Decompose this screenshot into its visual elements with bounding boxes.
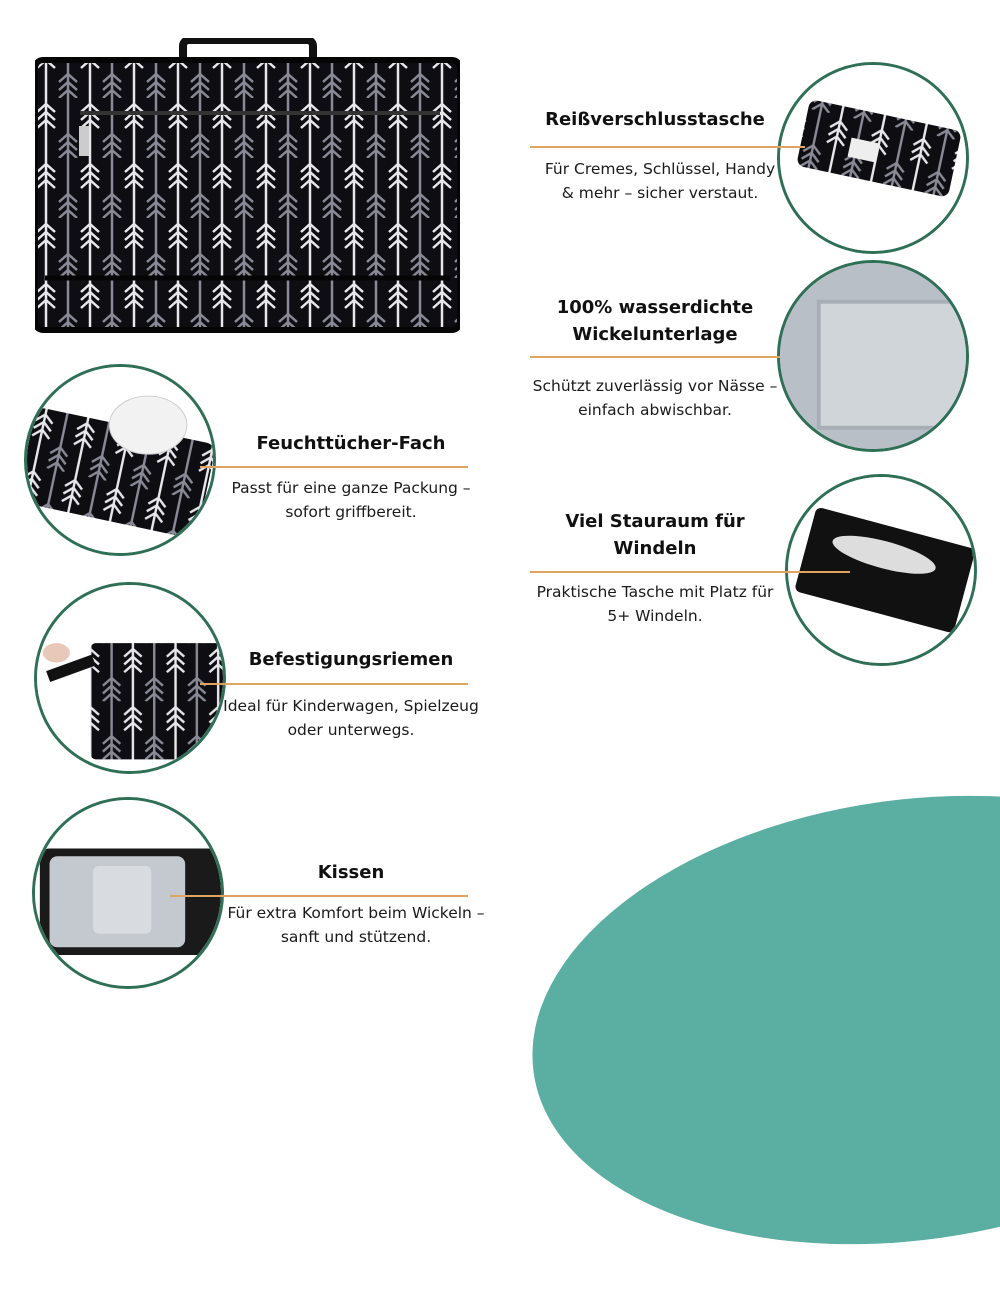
feature-title: Viel Stauraum für Windeln <box>565 511 745 559</box>
connector-line <box>530 146 805 148</box>
feature-description: Ideal für Kinderwagen, Spielzeug oder un… <box>223 697 479 739</box>
feature-title: Befestigungsriemen <box>248 649 454 670</box>
connector-line <box>530 571 850 573</box>
feature-description: Für Cremes, Schlüssel, Handy & mehr – si… <box>544 160 776 202</box>
feature-description: Praktische Tasche mit Platz für 5+ Winde… <box>536 583 774 625</box>
wipes-compartment-image <box>24 364 216 556</box>
feature-title: Feuchttücher-Fach <box>256 433 446 454</box>
product-image-main <box>32 36 463 333</box>
connector-line <box>530 356 780 358</box>
diaper-storage-image <box>785 474 977 666</box>
feature-title: Kissen <box>317 862 385 883</box>
attachment-strap-image <box>34 582 226 774</box>
connector-line <box>200 683 468 685</box>
connector-line <box>200 466 468 468</box>
feature-description: Passt für eine ganze Packung – sofort gr… <box>231 479 471 521</box>
cushion-image <box>32 797 224 989</box>
feature-description: Schützt zuverlässig vor Nässe – einfach … <box>532 377 778 419</box>
waterproof-mat-image <box>777 260 969 452</box>
connector-line <box>170 895 468 897</box>
feature-title: 100% wasserdichte Wickelunterlage <box>556 297 754 345</box>
teal-decorative-shape <box>503 749 1000 1291</box>
feature-description: Für extra Komfort beim Wickeln – sanft u… <box>227 904 485 946</box>
feature-title: Reißverschlusstasche <box>545 109 765 130</box>
zipper-pocket-image <box>777 62 969 254</box>
